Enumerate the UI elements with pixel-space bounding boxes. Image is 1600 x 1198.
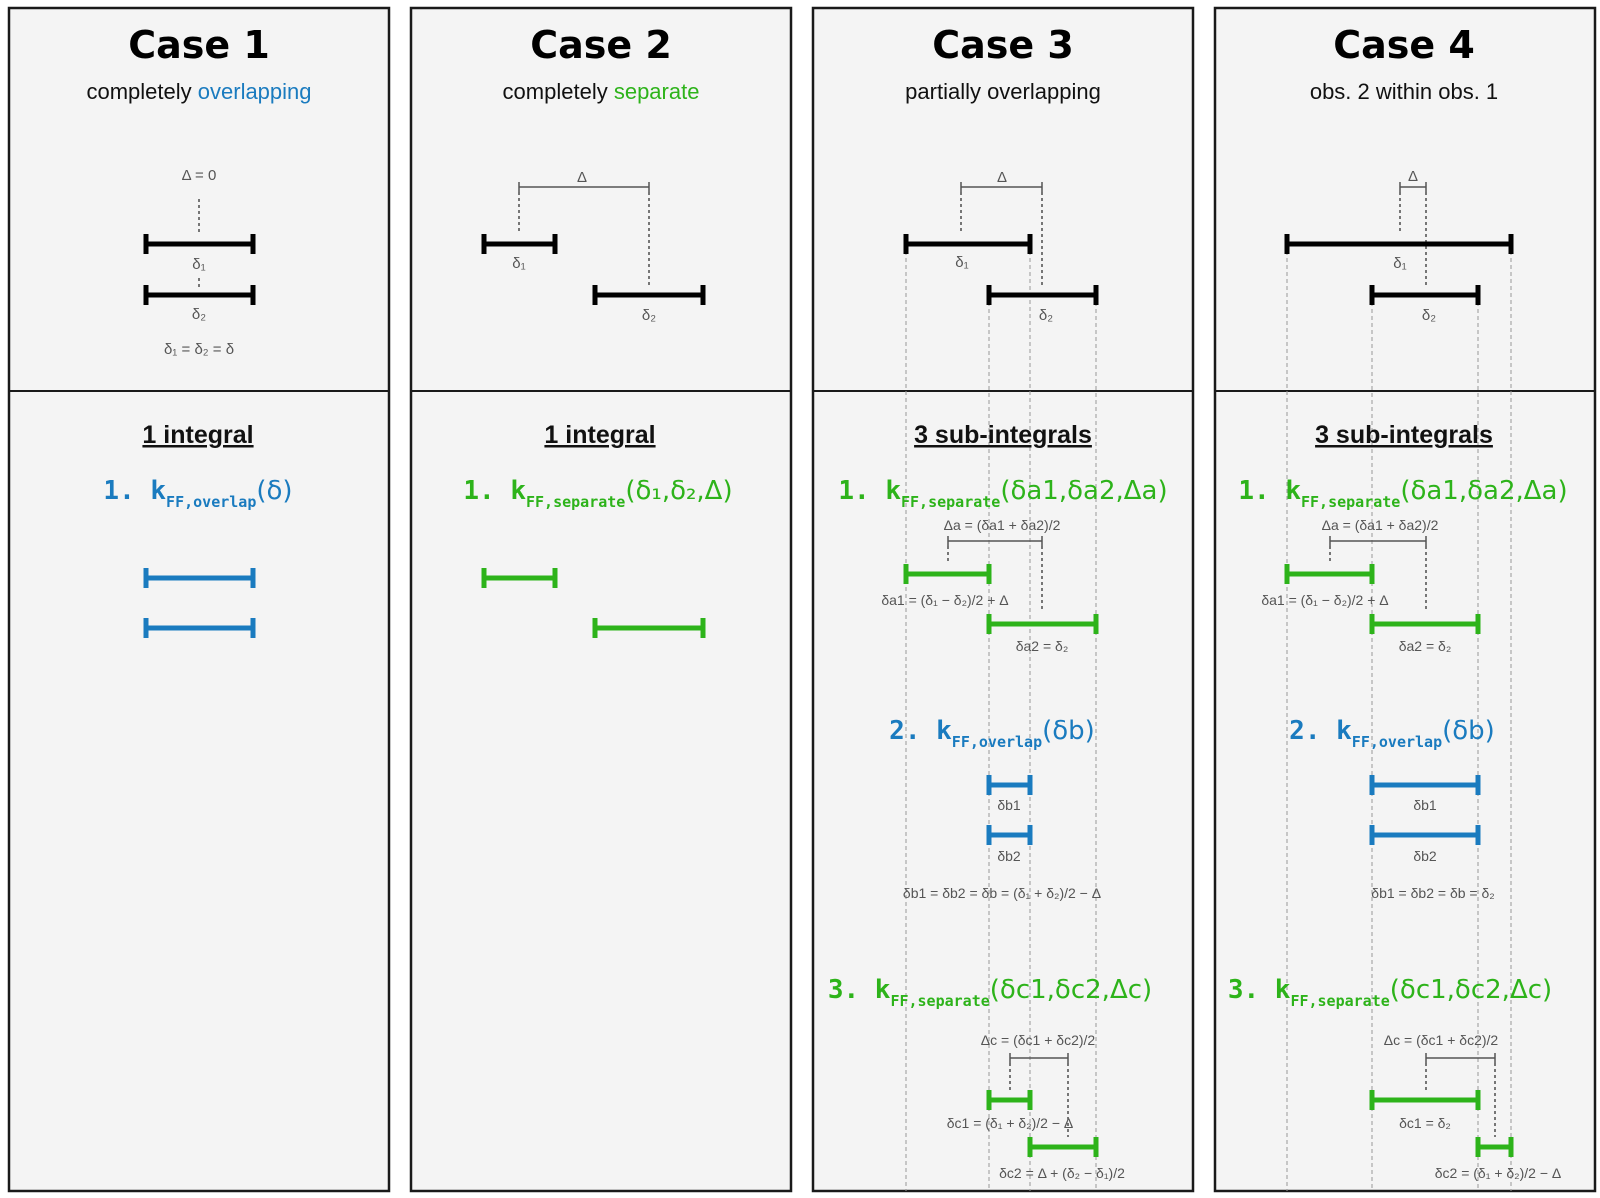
case3-dc-span: [1009, 1053, 1069, 1063]
case3-bar-d2: [986, 285, 1099, 305]
case1-bar-d2: [143, 285, 256, 305]
case4-subtitle: obs. 2 within obs. 1: [1310, 79, 1498, 104]
case3-delta-label: Δ: [997, 169, 1007, 186]
case4-dc-span: [1425, 1053, 1496, 1063]
case2-subtitle: completely separate: [503, 79, 700, 104]
case4-dc2-label: δc2 = (δ₁ + δ₂)/2 − Δ: [1435, 1165, 1562, 1181]
case3-da-span: [947, 536, 1043, 546]
case3-da-label: Δa = (δa1 + δa2)/2: [944, 517, 1061, 533]
case3-formula-2: 2. kFF,overlap(δb): [889, 716, 1095, 751]
case4-bar-d2: [1369, 285, 1481, 305]
case3: Case 3 partially overlapping Δ δ₁ δ₂ 3 s…: [828, 23, 1168, 1191]
case3-db-equality: δb1 = δb2 = δb = (δ₁ + δ₂)/2 − Δ: [903, 885, 1101, 901]
case4-d1-label: δ₁: [1393, 255, 1406, 272]
case1-subtitle-colored: overlapping: [198, 79, 312, 104]
case3-db2-label: δb2: [997, 848, 1021, 864]
case1-subtitle-plain: completely: [86, 79, 197, 104]
case3-subtitle: partially overlapping: [905, 79, 1101, 104]
case3-bar-a1: [903, 564, 992, 584]
case3-bar-a2: [986, 614, 1099, 634]
case3-da1-label: δa1 = (δ₁ − δ₂)/2 + Δ: [881, 592, 1008, 608]
case2-delta-label: Δ: [577, 169, 587, 186]
case3-da2-label: δa2 = δ₂: [1016, 638, 1069, 654]
case2-title: Case 2: [530, 23, 672, 67]
case2-formula-1: 1. kFF,separate(δ₁,δ₂,Δ): [463, 476, 732, 511]
case4-guides: [1286, 244, 1512, 1191]
case2-bar-green-2: [592, 618, 706, 638]
case4-da-span: [1329, 536, 1427, 546]
case2-subtitle-plain: completely: [503, 79, 614, 104]
case4-formula-3: 3. kFF,separate(δc1,δc2,Δc): [1228, 975, 1552, 1010]
case3-formula-1: 1. kFF,separate(δa1,δa2,Δa): [838, 476, 1167, 511]
case3-db1-label: δb1: [997, 797, 1021, 813]
case4-delta-span: [1399, 182, 1427, 192]
case3-header: 3 sub-integrals: [914, 421, 1092, 449]
case3-dc-label: Δc = (δc1 + δc2)/2: [981, 1032, 1096, 1048]
case3-bar-d1: [903, 234, 1033, 254]
case1-panel: [7, 6, 391, 1193]
case4-db1-label: δb1: [1413, 797, 1437, 813]
case4-header: 3 sub-integrals: [1315, 421, 1493, 449]
case1-title: Case 1: [128, 23, 270, 67]
case2-bar-green-1: [481, 568, 558, 588]
case3-delta-span: [960, 182, 1043, 192]
case2-bar-d2: [592, 285, 706, 305]
case1-d1-label: δ₁: [192, 256, 205, 273]
case2-bar-d1: [481, 234, 558, 254]
case4-title: Case 4: [1333, 23, 1475, 67]
case3-title: Case 3: [932, 23, 1074, 67]
case3-guides: [905, 244, 1097, 1191]
case3-panel: [811, 6, 1195, 1193]
case4-bar-c1: [1369, 1090, 1481, 1110]
case1-header: 1 integral: [142, 421, 253, 449]
case1-bar-blue-2: [143, 618, 256, 638]
case1-equality-label: δ₁ = δ₂ = δ: [164, 341, 234, 358]
case4-bar-b1: [1369, 775, 1481, 795]
case1-bar-blue-1: [143, 568, 256, 588]
case1-bar-d1: [143, 234, 256, 254]
case4-panel: [1213, 6, 1597, 1193]
case2-header: 1 integral: [544, 421, 655, 449]
case2: Case 2 completely separate Δ δ₁ δ₂ 1 int…: [463, 23, 733, 638]
case4-da2-label: δa2 = δ₂: [1399, 638, 1452, 654]
case1: Case 1 completely overlapping Δ = 0 δ₁ δ…: [86, 23, 312, 638]
case4-bar-c2: [1475, 1137, 1514, 1157]
case4-bar-a1: [1284, 564, 1375, 584]
case1-d2-label: δ₂: [192, 306, 206, 323]
case2-delta-span: [518, 182, 650, 192]
case1-subtitle: completely overlapping: [86, 79, 311, 104]
case4-db2-label: δb2: [1413, 848, 1437, 864]
case3-dc2-label: δc2 = Δ + (δ₂ − δ₁)/2: [999, 1165, 1125, 1181]
case2-d1-label: δ₁: [512, 255, 525, 272]
case1-delta-label: Δ = 0: [182, 167, 217, 184]
case2-panel: [409, 6, 793, 1193]
case3-bar-c2: [1027, 1137, 1099, 1157]
case4-delta-label: Δ: [1408, 168, 1418, 185]
case4-formula-2: 2. kFF,overlap(δb): [1289, 716, 1495, 751]
case4-dc1-label: δc1 = δ₂: [1399, 1115, 1451, 1131]
case4-bar-b2: [1369, 825, 1481, 845]
case4-da1-label: δa1 = (δ₁ − δ₂)/2 + Δ: [1261, 592, 1388, 608]
case4: Case 4 obs. 2 within obs. 1 Δ δ₁ δ₂ 3 su…: [1228, 23, 1568, 1191]
case3-dc1-label: δc1 = (δ₁ + δ₂)/2 − Δ: [947, 1115, 1074, 1131]
case3-formula-3: 3. kFF,separate(δc1,δc2,Δc): [828, 975, 1152, 1010]
case4-dc-label: Δc = (δc1 + δc2)/2: [1384, 1032, 1499, 1048]
case3-bar-b1: [986, 775, 1033, 795]
case3-bar-c1: [986, 1090, 1033, 1110]
case4-da-label: Δa = (δa1 + δa2)/2: [1322, 517, 1439, 533]
case3-d2-label: δ₂: [1039, 307, 1053, 324]
case3-d1-label: δ₁: [955, 254, 968, 271]
case3-bar-b2: [986, 825, 1033, 845]
panel-frames: [7, 6, 1597, 1193]
case4-formula-1: 1. kFF,separate(δa1,δa2,Δa): [1238, 476, 1567, 511]
case4-bar-a2: [1369, 614, 1481, 634]
case2-d2-label: δ₂: [642, 307, 656, 324]
case4-d2-label: δ₂: [1422, 307, 1436, 324]
case4-db-equality: δb1 = δb2 = δb = δ₂: [1371, 885, 1494, 901]
case4-bar-d1: [1284, 234, 1514, 254]
case1-formula-1: 1. kFF,overlap(δ): [103, 476, 292, 511]
case2-subtitle-colored: separate: [614, 79, 700, 104]
